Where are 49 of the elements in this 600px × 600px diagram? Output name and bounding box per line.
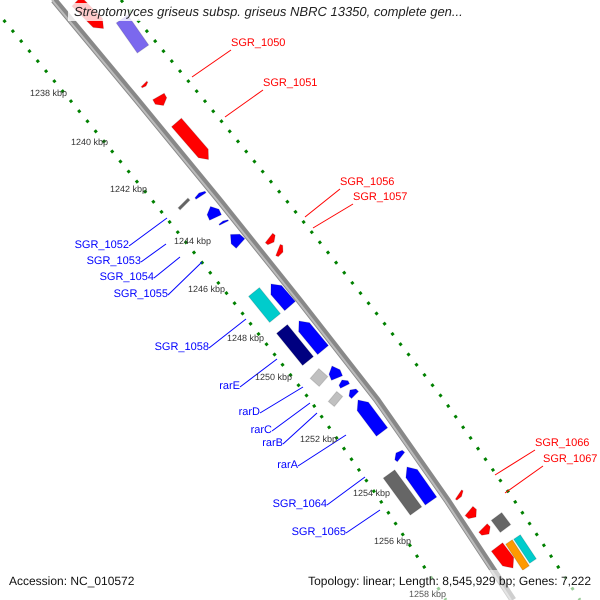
scale-label: 1254 kbp bbox=[353, 488, 390, 498]
leader-line bbox=[192, 50, 232, 78]
leader-line bbox=[494, 450, 536, 476]
scale-label: 1244 kbp bbox=[174, 236, 212, 246]
gene-label: SGR_1051 bbox=[263, 77, 318, 89]
leader-line bbox=[304, 188, 340, 218]
gene-label: SGR_1066 bbox=[535, 437, 590, 449]
gene-label: rarC bbox=[250, 424, 272, 436]
scale-label: 1242 kbp bbox=[110, 184, 148, 194]
leader-line bbox=[260, 386, 304, 414]
leader-line bbox=[282, 412, 318, 444]
gene-label: SGR_1064 bbox=[272, 498, 327, 510]
leader-line bbox=[504, 466, 544, 494]
scale-label: 1250 kbp bbox=[255, 372, 292, 382]
leader-line bbox=[326, 476, 366, 506]
leader-line bbox=[154, 256, 180, 278]
scale-label: 1240 kbp bbox=[71, 137, 108, 147]
scale-label: 1238 kbp bbox=[30, 88, 68, 98]
gene-label: SGR_1065 bbox=[292, 526, 346, 538]
leader-line bbox=[312, 204, 354, 228]
leader-line bbox=[140, 244, 166, 262]
gene-label: SGR_1052 bbox=[74, 239, 129, 251]
leader-line bbox=[272, 402, 310, 432]
accession-text: Accession: NC_010572 bbox=[9, 574, 134, 588]
leader-line bbox=[346, 510, 380, 534]
scale-label: 1248 kbp bbox=[227, 333, 264, 343]
gene-label: SGR_1057 bbox=[353, 191, 408, 203]
leader-line bbox=[128, 218, 168, 246]
gene-label: SGR_1050 bbox=[231, 37, 286, 49]
gene-label: SGR_1056 bbox=[340, 176, 394, 188]
scale-label: 1252 kbp bbox=[300, 434, 338, 444]
scale-label: 1258 kbp bbox=[409, 589, 446, 599]
leader-line bbox=[298, 434, 346, 466]
gene-label: SGR_1053 bbox=[86, 255, 141, 267]
topology-text: Topology: linear; Length: 8,545,929 bp; Genes: 7,222 bbox=[308, 574, 591, 588]
gene-label: rarE bbox=[219, 380, 240, 392]
leader-line bbox=[168, 262, 202, 296]
gene-label: SGR_1054 bbox=[100, 271, 154, 283]
leader-line bbox=[224, 90, 264, 118]
scale-label: 1246 kbp bbox=[188, 284, 226, 294]
gene-label: SGR_1067 bbox=[543, 453, 598, 465]
scale-label: 1256 kbp bbox=[374, 536, 412, 546]
gene-label: rarA bbox=[277, 459, 298, 471]
leader-line bbox=[208, 318, 246, 348]
gene-label: SGR_1058 bbox=[154, 341, 209, 353]
leader-line bbox=[240, 358, 278, 388]
gene-label: rarB bbox=[262, 437, 283, 449]
gene-label: rarD bbox=[238, 406, 260, 418]
gene-label: SGR_1055 bbox=[114, 288, 168, 300]
